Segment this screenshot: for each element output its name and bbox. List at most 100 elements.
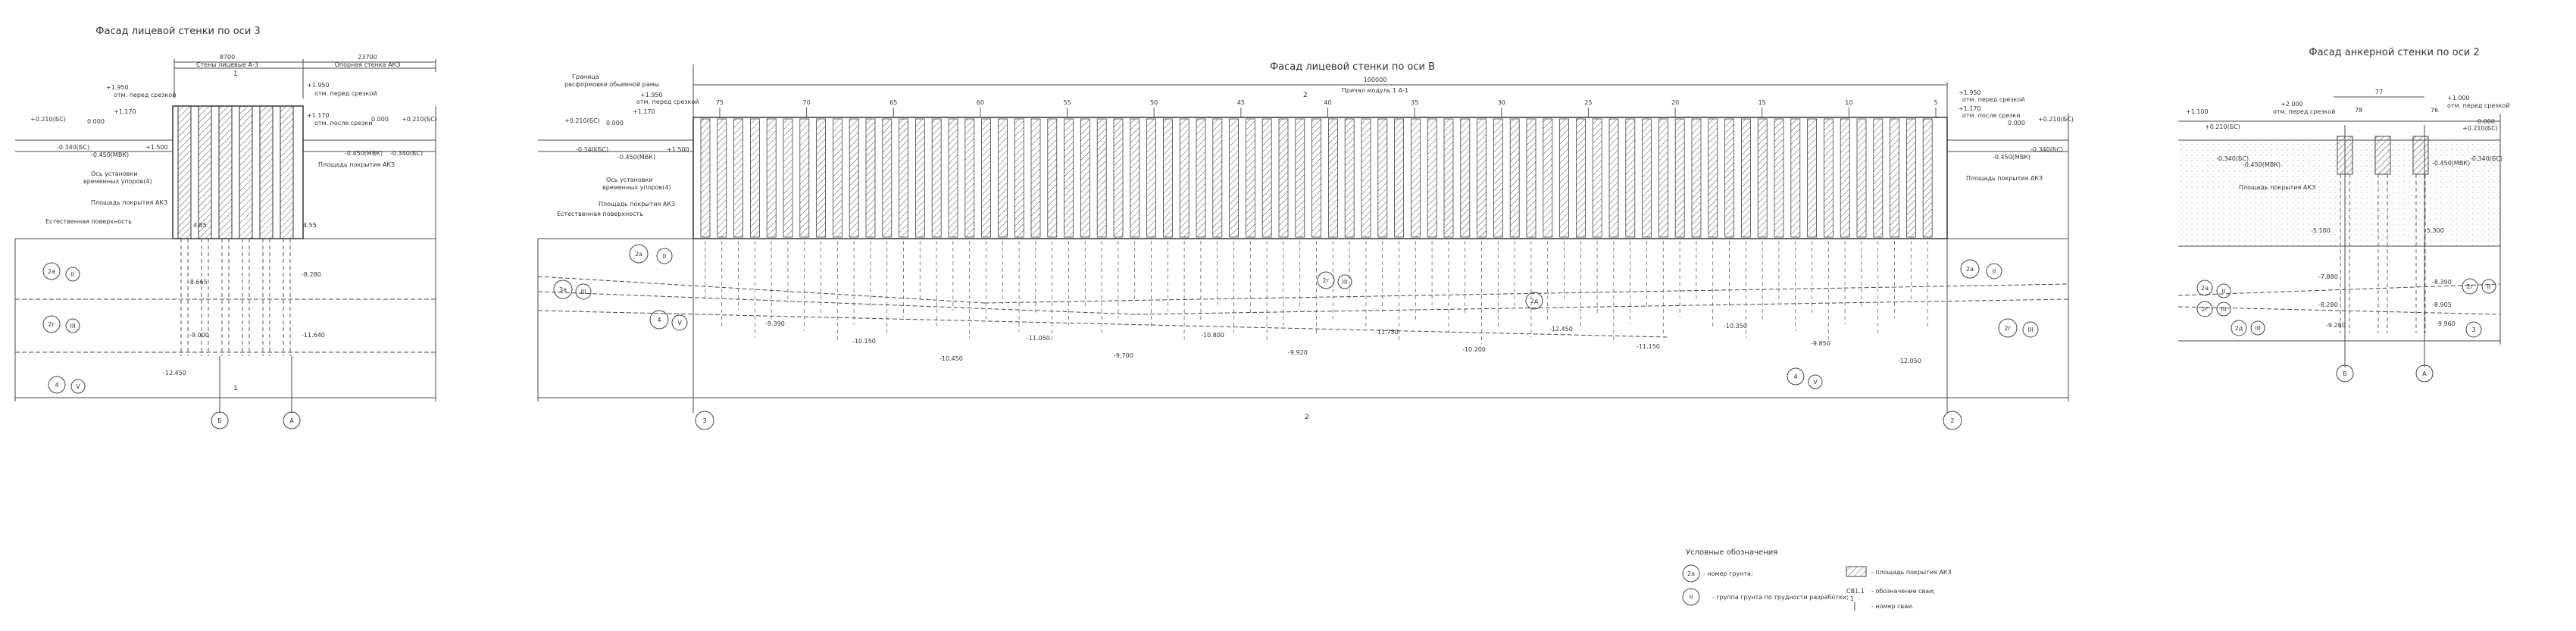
left-dim-2: 23700 [358,54,377,61]
elev-mark: -0.340(БС) [2470,155,2503,162]
soil-marker: 3а III [553,280,592,300]
svg-text:III: III [2255,325,2260,332]
akz-pile [766,118,777,238]
elev-mark: -0.340(БС) [2030,146,2063,153]
axis-bubble: Б [211,411,229,430]
akz-pile [1460,118,1471,238]
svg-text:II: II [71,271,75,278]
pile-number: 70 [803,99,811,106]
left-dim-1-sub: Стены лицевые А-3 [196,61,258,68]
akz-pile [1674,118,1685,238]
bottom-mark: -10.800 [1201,332,1224,339]
akz-pile [1757,118,1768,238]
right-facade-panel: Фасад анкерной стенки по оси 2 77 78 76 … [2177,47,2509,383]
akz-pile [2374,136,2391,175]
elev-mark: +0.210(БС) [2038,116,2074,123]
akz-pile [1608,118,1619,238]
elev-mark: +1.500 [667,146,689,153]
elev-mark: +2.000 [2281,101,2303,108]
bottom-mark: -10.450 [939,355,963,362]
akz-pile [1543,118,1553,238]
akz-pile [1344,118,1355,238]
elev-mark: 0.000 [2478,118,2495,125]
soil-marker: 2г III [42,315,80,333]
legend-item-pile-designation: СВ1.1 - обозначение сваи; [1846,588,1935,595]
akz-pile [1196,118,1206,238]
left-elevation-labels: +1.950 отм. перед срезкой +0.210(БС) 0.0… [30,84,176,158]
svg-text:2г: 2г [2201,306,2208,313]
bottom-mark: -9.280 [2326,322,2346,329]
legend-item-soil-number: 2а - номер грунта; [1682,564,1753,583]
pile-number: 60 [977,99,984,106]
akz-pile [1443,118,1454,238]
section-mark: 1 [233,385,238,392]
akz-pile [1526,118,1537,238]
section-mark: 2 [1305,414,1309,421]
elev-mark: +0.210(БС) [2462,125,2498,132]
akz-pile [1708,118,1718,238]
svg-text:II: II [2222,288,2226,295]
elev-mark: -0.340(БС) [390,150,423,157]
akz-pile [1724,118,1735,238]
soil-marker: 2г III [1317,271,1352,289]
note-text: Естественная поверхность [45,218,132,225]
middle-elevation-left: +1.950 отм. перед срезкой +0.210(БС) 0.0… [564,92,699,161]
svg-text:- номер сваи.: - номер сваи. [1871,603,1914,610]
middle-dim-sub: Причал модуль 1 А-1 [1342,87,1408,94]
svg-text:III: III [2221,306,2226,313]
svg-text:- номер грунта;: - номер грунта; [1703,570,1753,577]
akz-pile [1477,118,1487,238]
middle-facade-title: Фасад лицевой стенки по оси В [1270,61,1435,73]
pile-number: 65 [889,99,897,106]
pile-number: 76 [2431,107,2438,114]
pile-number: 45 [1237,99,1245,106]
elev-mark: +0.210(БС) [2205,123,2240,130]
soil-marker: 2а II [1960,259,2002,280]
bottom-mark: -11.150 [1637,343,1660,350]
akz-pile [1295,118,1305,238]
note-text: Площадь покрытия АКЗ [1966,175,2043,182]
svg-text:V: V [76,383,80,390]
elev-mark: -0.340(БС) [57,144,89,151]
bottom-mark: -7.880 [2318,273,2338,280]
akz-pile [1658,118,1668,238]
akz-pile [239,105,253,239]
note-text: Площадь покрытия АКЗ [91,199,167,206]
right-elevation-left: +1.100 +0.210(БС) +2.000 отм. перед срез… [2186,101,2335,168]
akz-pile [1064,118,1074,238]
svg-text:А: А [2422,370,2427,377]
akz-pile [1080,118,1090,238]
pile-number: 40 [1324,99,1331,106]
middle-elevation-right: +1.950 отм. перед срезкой +1.170 отм. по… [1959,89,2074,161]
akz-pile [833,118,843,238]
axis-bubble: 2 [1943,411,1962,430]
akz-pile [1146,118,1156,238]
pile-number: 55 [1064,99,1071,106]
elev-mark: +1.170 [633,108,655,115]
svg-text:Б: Б [2343,370,2347,377]
akz-pile [1261,118,1272,238]
svg-text:2д: 2д [2235,325,2243,332]
akz-pile [1774,118,1784,238]
pile-top: 4.55 [303,222,317,229]
bottom-mark: -5.100 [2311,227,2331,234]
akz-pile [2337,136,2353,175]
pile-number: 15 [1758,99,1766,106]
akz-pile [1130,118,1140,238]
section-mark: 1 [233,70,238,78]
svg-text:А: А [289,417,294,424]
bottom-mark: -8.390 [2432,279,2452,286]
note-text: временных упоров(4) [83,178,152,185]
svg-text:2а: 2а [48,268,55,275]
soil-marker: 2г III [2196,301,2231,317]
elev-mark: 0.000 [371,116,389,123]
akz-pile [1113,118,1124,238]
elev-mark: -0.340(БС) [2216,155,2249,162]
elev-mark: +1.170 [1959,105,1981,112]
soil-marker: 4 V [649,310,688,331]
akz-pile [882,118,893,238]
soil-marker: 2г II [2462,278,2496,295]
elev-mark: отм. перед срезкой [114,92,176,98]
elev-mark: отм. после срезки [314,120,372,127]
elev-mark: +1.100 [2186,108,2209,115]
